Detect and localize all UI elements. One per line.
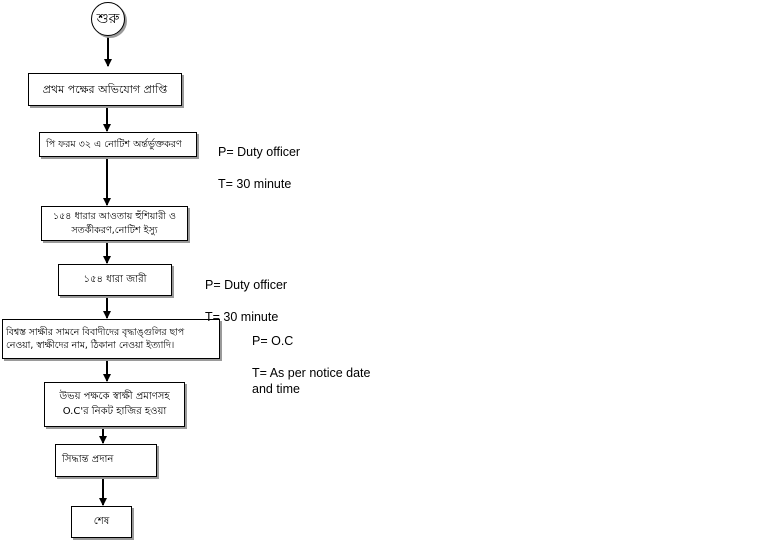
step-6-appear-before-oc: উভয় পক্ষকে স্বাক্ষী প্রমাণসহ O.C'র নিকট…	[44, 382, 185, 427]
step-4-section-154: ১৫৪ ধারা জারী	[58, 264, 172, 296]
step-3-warning-notice: ১৫৪ ধারার আওতায় হুঁশিয়ারী ও সতর্কীকরণ,…	[41, 206, 188, 241]
step-1-complaint-received: প্রথম পক্ষের অভিযোগ প্রাপ্তি	[28, 73, 182, 106]
step-2-notice-entry: পি ফরম ৩২ এ নোটিশ অর্ন্তর্ভুক্তকরণ	[39, 132, 197, 157]
annotation-step-4: P= Duty officer T= 30 minute	[205, 261, 287, 341]
annotation-step-5: P= O.C T= As per notice date and time	[252, 317, 370, 413]
annotation-time: T= 30 minute	[205, 310, 279, 324]
annotation-step-2: P= Duty officer T= 30 minute	[218, 128, 300, 208]
start-label: শুরু	[96, 11, 120, 27]
annotation-person: P= O.C	[252, 334, 294, 348]
step-8-end: শেষ	[71, 506, 132, 538]
start-node: শুরু	[91, 2, 125, 36]
annotation-time: T= 30 minute	[218, 177, 292, 191]
annotation-time: T= As per notice date and time	[252, 366, 371, 396]
annotation-person: P= Duty officer	[218, 145, 301, 159]
annotation-person: P= Duty officer	[205, 278, 288, 292]
step-7-decision: সিদ্ধান্ত প্রদান	[55, 444, 157, 477]
step-5-fingerprint-witness: বিশ্বস্ত সাক্ষীর সামনে বিবাদীদের বৃদ্ধাঙ…	[2, 319, 220, 359]
